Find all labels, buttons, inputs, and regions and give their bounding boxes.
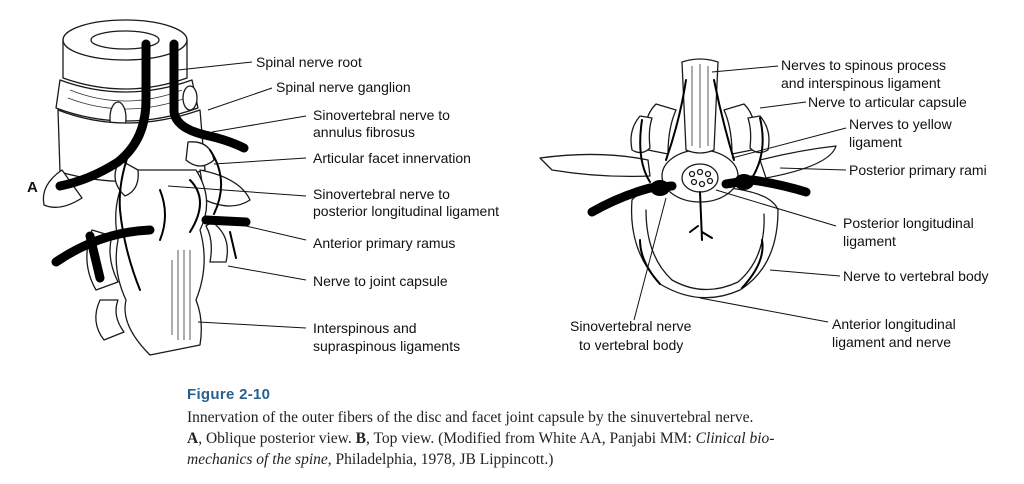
- label-anterior-primary-ramus: Anterior primary ramus: [313, 235, 455, 251]
- label-pll-l2: ligament: [843, 233, 896, 249]
- label-interspinous-l1: Interspinous and: [313, 320, 417, 336]
- left-nerve-root-b: [587, 181, 677, 217]
- right-spinal-nerve: [169, 39, 249, 153]
- label-posterior-primary-rami: Posterior primary rami: [849, 162, 987, 178]
- label-nerves-yellow-l2: ligament: [849, 134, 902, 150]
- spinous-process: [115, 169, 208, 356]
- label-all-l1: Anterior longitudinal: [832, 316, 956, 332]
- panel-b-leaders: [633, 65, 847, 323]
- vertebral-body-top: [62, 19, 188, 61]
- caption-book-title-2: mechanics of the spine: [187, 451, 328, 468]
- caption-line-2: A, Oblique posterior view. B, Top view. …: [187, 428, 1007, 449]
- caption-line-2-text-2: , Top view. (Modified from White AA, Pan…: [365, 430, 696, 447]
- panel-a-drawing: [42, 19, 251, 356]
- label-sinovertebral-annulus-l1: Sinovertebral nerve to: [313, 107, 450, 123]
- label-sinovertebral-body-l2: to vertebral body: [579, 337, 683, 353]
- label-sinovertebral-pll-l1: Sinovertebral nerve to: [313, 186, 450, 202]
- panel-a-letter: A: [27, 179, 38, 196]
- caption-title: Figure 2-10: [187, 386, 271, 403]
- lower-right-ramus: [201, 215, 251, 227]
- caption-book-title-1: Clinical bio-: [695, 430, 775, 447]
- caption-line-3-text: , Philadelphia, 1978, JB Lippincott.): [327, 451, 554, 468]
- lower-branch: [85, 231, 105, 283]
- caption-line-1: Innervation of the outer fibers of the d…: [187, 409, 754, 426]
- label-nerves-yellow-l1: Nerves to yellow: [849, 116, 953, 132]
- label-sinovertebral-annulus-l2: annulus fibrosus: [313, 124, 415, 140]
- caption-line-2-text-1: , Oblique posterior view.: [198, 430, 356, 447]
- label-nerve-articular-capsule: Nerve to articular capsule: [808, 94, 967, 110]
- caption-ref-b: B: [355, 430, 366, 447]
- label-all-l2: ligament and nerve: [832, 334, 951, 350]
- caption-line-3: mechanics of the spine, Philadelphia, 19…: [187, 449, 1007, 470]
- vertebral-body-b: [630, 185, 779, 299]
- caption-ref-a: A: [187, 430, 199, 447]
- label-interspinous-l2: supraspinous ligaments: [313, 338, 460, 354]
- figure-caption: Figure 2-10 Innervation of the outer fib…: [187, 386, 1007, 470]
- label-spinal-nerve-ganglion: Spinal nerve ganglion: [276, 79, 411, 95]
- label-articular-facet-innervation: Articular facet innervation: [313, 150, 471, 166]
- intervertebral-disc: [55, 79, 199, 122]
- spinal-cord: [681, 163, 719, 193]
- lower-left-ramus: [51, 225, 155, 267]
- label-nerves-spinous-l1: Nerves to spinous process: [781, 57, 946, 73]
- left-spinal-nerve: [55, 39, 151, 191]
- label-sinovertebral-body-l1: Sinovertebral nerve: [570, 318, 692, 334]
- label-nerve-vertebral-body: Nerve to vertebral body: [843, 268, 989, 284]
- panel-b-drawing: [539, 58, 837, 299]
- panel-a-leaders: [167, 61, 307, 329]
- label-spinal-nerve-root: Spinal nerve root: [256, 54, 362, 70]
- label-nerve-to-joint-capsule: Nerve to joint capsule: [313, 273, 448, 289]
- label-sinovertebral-pll-l2: posterior longitudinal ligament: [313, 203, 499, 219]
- label-nerves-spinous-l2: and interspinous ligament: [781, 75, 941, 91]
- label-pll-l1: Posterior longitudinal: [843, 215, 974, 231]
